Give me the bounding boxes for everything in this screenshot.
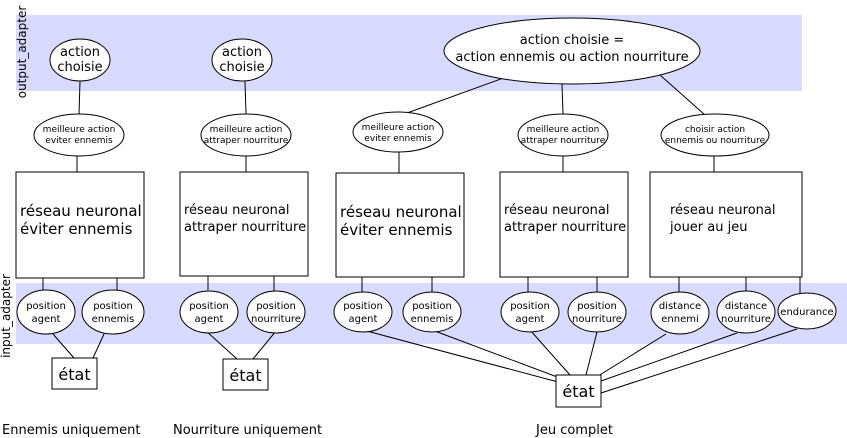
output-action-1-line-1: action (60, 45, 100, 60)
input-11: endurance (777, 292, 837, 330)
caption-jeu-complet: Jeu complet (535, 423, 613, 438)
input-6: position ennemis (402, 291, 462, 333)
input-10-line-1: distance (725, 301, 767, 312)
input-10-line-2: nourriture (721, 314, 771, 325)
input-11-line-1: endurance (780, 307, 833, 318)
input-9-line-2: ennemi (661, 314, 699, 325)
input-5-line-1: position (343, 301, 383, 312)
network-3: réseau neuronal éviter ennemis (335, 172, 465, 278)
state-1: état (51, 357, 98, 390)
intermediate-2: meilleure action attraper nourriture (200, 113, 292, 157)
state-2-label: état (229, 366, 261, 385)
network-5-line-1: réseau neuronal (670, 203, 775, 218)
input-5-line-2: agent (349, 314, 378, 325)
network-3-line-2: éviter ennemis (340, 221, 453, 239)
network-1-line-2: éviter ennemis (20, 220, 133, 238)
output-action-1: action choisie (49, 38, 111, 82)
input-9-line-1: distance (659, 301, 701, 312)
network-4: réseau neuronal attraper nourriture (499, 171, 629, 278)
intermediate-5: choisir action ennemis ou nourriture (660, 113, 770, 157)
input-7: position agent (500, 291, 560, 333)
input-1: position agent (16, 289, 76, 335)
intermediate-3-line-2: eviter ennemis (364, 134, 432, 144)
output-adapter-label: output_adapter (15, 6, 29, 99)
input-10: distance nourriture (716, 290, 776, 334)
network-4-line-1: réseau neuronal (504, 203, 609, 218)
input-5: position agent (333, 291, 393, 333)
intermediate-4-line-1: meilleure action (527, 125, 600, 135)
input-2-line-1: position (93, 301, 133, 312)
intermediate-2-line-1: meilleure action (210, 125, 283, 135)
network-5-line-2: jouer au jeu (669, 220, 747, 235)
input-7-line-2: agent (516, 314, 545, 325)
input-7-line-1: position (510, 301, 550, 312)
intermediate-3-line-1: meilleure action (362, 123, 435, 133)
input-1-line-2: agent (32, 314, 61, 325)
intermediate-2-line-2: attraper nourriture (204, 136, 289, 146)
input-1-line-1: position (26, 301, 66, 312)
input-6-line-1: position (412, 301, 452, 312)
input-9: distance ennemi (650, 291, 710, 335)
input-4-line-1: position (256, 301, 296, 312)
caption-nourriture-uniquement: Nourriture uniquement (173, 423, 322, 438)
state-2: état (222, 358, 269, 391)
intermediate-1-line-1: meilleure action (43, 125, 116, 135)
input-8-line-1: position (577, 301, 617, 312)
intermediate-4-line-2: attraper nourriture (521, 136, 606, 146)
input-2: position ennemis (81, 289, 145, 335)
network-4-line-2: attraper nourriture (504, 220, 626, 235)
output-action-2-line-1: action (222, 45, 262, 60)
output-action-3-line-2: action ennemis ou action nourriture (455, 50, 688, 65)
input-6-line-2: ennemis (411, 314, 454, 325)
input-3: position agent (179, 290, 239, 334)
network-1-line-1: réseau neuronal (20, 202, 142, 220)
state-3: état (555, 374, 602, 408)
intermediate-5-line-1: choisir action (685, 125, 745, 135)
input-2-line-2: ennemis (92, 314, 135, 325)
state-1-label: état (58, 365, 90, 384)
input-8: position nourriture (567, 291, 627, 333)
network-2-line-1: réseau neuronal (184, 203, 289, 218)
output-action-1-line-2: choisie (57, 60, 102, 75)
input-3-line-2: agent (195, 314, 224, 325)
edges (42, 71, 801, 394)
output-action-3: action choisie = action ennemis ou actio… (443, 17, 701, 85)
network-5: réseau neuronal jouer au jeu (649, 171, 803, 278)
intermediate-1-line-2: eviter ennemis (45, 136, 113, 146)
input-4: position nourriture (246, 290, 306, 334)
state-3-label: état (562, 382, 594, 401)
network-2-line-2: attraper nourriture (184, 220, 306, 235)
network-3-line-1: réseau neuronal (340, 203, 462, 221)
intermediate-4: meilleure action attraper nourriture (517, 113, 609, 157)
intermediate-3: meilleure action eviter ennemis (352, 111, 444, 153)
intermediate-5-line-2: ennemis ou nourriture (665, 136, 766, 146)
network-2: réseau neuronal attraper nourriture (179, 171, 309, 277)
caption-ennemis-uniquement: Ennemis uniquement (2, 423, 140, 438)
network-1: réseau neuronal éviter ennemis (15, 171, 145, 279)
output-action-2: action choisie (211, 38, 273, 82)
input-3-line-1: position (189, 301, 229, 312)
input-adapter-label: input_adapter (0, 274, 13, 358)
output-action-2-line-2: choisie (219, 60, 264, 75)
output-action-3-line-1: action choisie = (520, 33, 625, 48)
intermediate-1: meilleure action eviter ennemis (33, 113, 125, 157)
input-8-line-2: nourriture (572, 314, 622, 325)
input-4-line-2: nourriture (251, 314, 301, 325)
